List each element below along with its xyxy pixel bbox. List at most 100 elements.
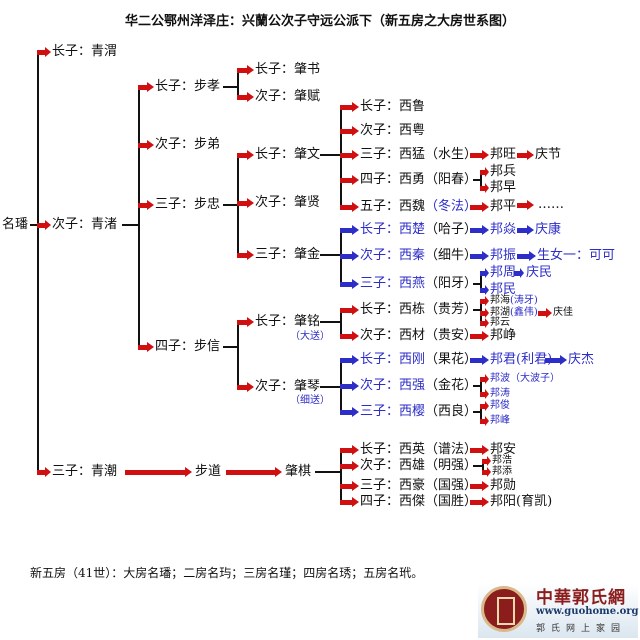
person-label: 三子：青潮 — [52, 464, 118, 479]
person-node: 次子：青渚 — [52, 217, 117, 233]
person-label: 长子：西楚 — [360, 222, 426, 237]
person-label: 名璠 — [2, 217, 29, 232]
person-node: 长子：西英（谱法） — [360, 442, 477, 458]
connector-line — [480, 272, 482, 291]
connector-line — [482, 460, 484, 473]
person-label: 邦云 — [490, 317, 510, 328]
person-label: 庆佳 — [553, 307, 573, 318]
connector-line — [122, 224, 138, 226]
person-node: 三子：西燕（阳牙） — [360, 276, 477, 292]
connector-line — [473, 411, 480, 413]
person-label: 长子：西栋（贵芳） — [360, 302, 478, 317]
connector-line — [320, 321, 340, 323]
person-node: 邦涛 — [490, 388, 510, 400]
connector-line — [473, 309, 480, 311]
person-label: 庆杰 — [568, 352, 595, 367]
seal-icon — [481, 586, 527, 632]
person-label: 邦阳(育凯) — [490, 494, 553, 509]
person-node: 三子：西樱（西良） — [360, 404, 477, 420]
person-node: 生女一：可可 — [537, 248, 615, 264]
person-label: 生女一：可可 — [537, 248, 616, 263]
person-label: (涛牙) — [510, 295, 538, 306]
person-node: 步道 — [195, 464, 221, 480]
person-label: …… — [538, 197, 564, 212]
person-node: 次子：肇贤 — [255, 195, 320, 211]
person-label: 邦兵 — [490, 164, 517, 179]
person-node: 邦民 — [490, 282, 516, 298]
person-node: 长子：步孝 — [155, 79, 220, 95]
person-label: 四子：西勇（阳春） — [360, 172, 478, 187]
person-label: 步道 — [195, 464, 222, 479]
person-node: 庆佳 — [553, 307, 573, 319]
person-label: 长子：肇书 — [255, 62, 321, 77]
person-node: …… — [538, 197, 564, 213]
person-label: 邦君 — [490, 352, 517, 367]
person-node: 邦勋 — [490, 478, 516, 494]
person-node: 次子：西粤 — [360, 123, 425, 139]
person-node: 三子：西猛（水生） — [360, 147, 477, 163]
person-label: 邦添 — [492, 466, 512, 477]
person-label: 邦峥 — [490, 328, 517, 343]
person-label: 邦波（大波子） — [490, 373, 560, 384]
person-node: 长子：西楚（哈子） — [360, 222, 477, 238]
connector-line — [480, 378, 482, 395]
logo-tagline: 郭氏网上家园 — [536, 624, 627, 634]
person-label: 长子：西鲁 — [360, 99, 426, 114]
person-node: 庆康 — [535, 222, 561, 238]
person-label: 次子：青渚 — [52, 217, 118, 232]
connector-line — [223, 346, 237, 348]
connector-line — [237, 321, 239, 388]
person-label: （西良） — [425, 404, 478, 419]
connector-line — [320, 386, 340, 388]
logo-url: www.guohome.org — [536, 606, 639, 617]
person-label: 邦民 — [490, 282, 517, 297]
person-label: 长子：青渭 — [52, 44, 118, 59]
person-node: 三子：肇金 — [255, 247, 320, 263]
connector-line — [480, 405, 482, 422]
person-node: 三子：西豪（国强） — [360, 478, 477, 494]
person-node: 邦浩 — [492, 455, 512, 467]
person-node: 邦安 — [490, 442, 516, 458]
person-label: 邦安 — [490, 442, 517, 457]
person-label: 邦早 — [490, 180, 517, 195]
person-node: 次子：步弟 — [155, 137, 220, 153]
person-label: 三子：西燕 — [360, 276, 426, 291]
person-node: 次子：西秦（细牛） — [360, 248, 477, 264]
person-label: 长子：西英（谱法） — [360, 442, 478, 457]
person-label: 邦振 — [490, 248, 517, 263]
person-node: 庆杰 — [568, 352, 594, 368]
person-node: 长子：青渭 — [52, 44, 117, 60]
person-label: （细送） — [290, 395, 330, 406]
person-label: 三子：西猛（水生） — [360, 147, 478, 162]
person-node: 邦海(涛牙) — [490, 295, 538, 307]
person-label: 次子：肇贤 — [255, 195, 321, 210]
connector-line — [237, 69, 239, 98]
person-node: 邦旺 — [490, 147, 516, 163]
person-node: 次子：西材（贵安） — [360, 328, 477, 344]
person-label: (利君) — [516, 352, 553, 367]
person-node: 肇棋 — [285, 464, 311, 480]
connector-line — [315, 471, 340, 473]
person-node: 长子：肇文 — [255, 147, 320, 163]
person-label: （哈子） — [425, 222, 478, 237]
person-node: 邦波（大波子） — [490, 373, 560, 385]
person-label: 庆康 — [535, 222, 562, 237]
connector-line — [223, 86, 237, 88]
person-label: 次子：西秦 — [360, 248, 426, 263]
connector-line — [473, 465, 482, 467]
person-node: 次子：肇赋 — [255, 89, 320, 105]
person-label: 邦旺 — [490, 147, 517, 162]
person-node: 长子：西栋（贵芳） — [360, 302, 477, 318]
person-node: 四子：西勇（阳春） — [360, 172, 477, 188]
person-node: 五子：西魏（冬法） — [360, 199, 477, 215]
connector-line — [30, 224, 37, 226]
connector-line — [223, 204, 237, 206]
connector-line — [473, 385, 480, 387]
person-node: 邦峰 — [490, 415, 510, 427]
person-label: 次子：西雄（明强） — [360, 458, 478, 473]
person-label: 庆民 — [526, 265, 553, 280]
person-label: 次子：西材（贵安） — [360, 328, 478, 343]
person-label: 三子：肇金 — [255, 247, 321, 262]
person-label: 次子：西强 — [360, 378, 426, 393]
site-logo[interactable]: 中華郭氏網 www.guohome.org 郭氏网上家园 — [478, 583, 639, 638]
